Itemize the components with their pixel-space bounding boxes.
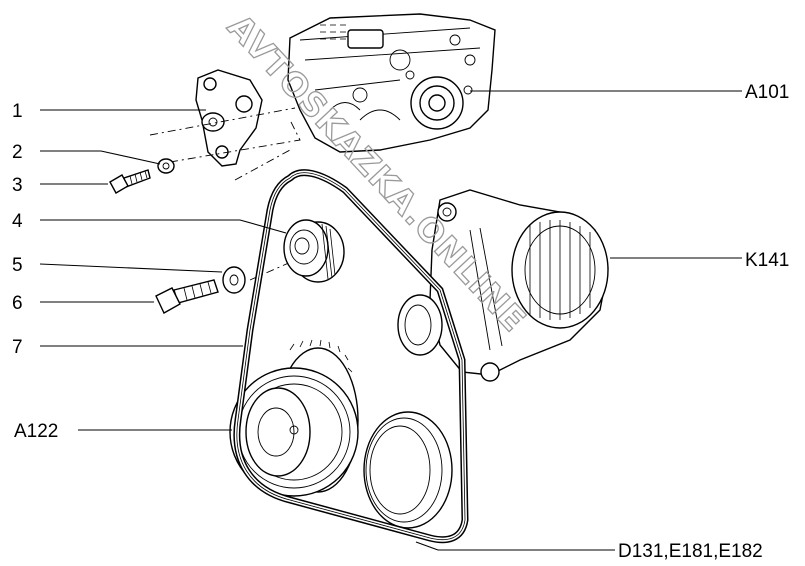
- leader-2b: [100, 150, 161, 165]
- bolt-long: [155, 279, 219, 314]
- callout-D131-E181-E182: D131,E181,E182: [618, 541, 763, 562]
- callout-A122: A122: [14, 421, 58, 442]
- poly-v-belt: [233, 169, 469, 544]
- assembly-guide-lines: [149, 107, 301, 281]
- callout-A101: A101: [745, 82, 789, 103]
- alternator-illustration: [397, 189, 609, 382]
- engine-block-illustration: [287, 13, 496, 153]
- leader-4b: [239, 219, 287, 234]
- callout-6: 6: [12, 293, 23, 314]
- callout-3: 3: [12, 175, 23, 196]
- bolt-short: [109, 169, 151, 194]
- washer-small: [157, 158, 175, 174]
- callout-5: 5: [12, 255, 23, 276]
- auxiliary-pulley: [363, 411, 453, 529]
- callout-7: 7: [12, 337, 23, 358]
- tensioner-bracket: [195, 69, 263, 167]
- idler-pulley: [283, 219, 345, 283]
- callout-K141: K141: [745, 250, 789, 271]
- washer-large: [222, 266, 246, 294]
- callout-labels-right: A101 K141 D131,E181,E182: [618, 82, 789, 562]
- callout-2: 2: [12, 142, 23, 163]
- callout-4: 4: [12, 211, 23, 232]
- leader-D131: [415, 541, 439, 551]
- crankshaft-pulley: [229, 339, 359, 497]
- callout-labels-left: 1 2 3 4 5 6 7 A122: [12, 101, 58, 442]
- leader-lines: [39, 90, 742, 551]
- callout-1: 1: [12, 101, 23, 122]
- leader-5: [39, 263, 223, 273]
